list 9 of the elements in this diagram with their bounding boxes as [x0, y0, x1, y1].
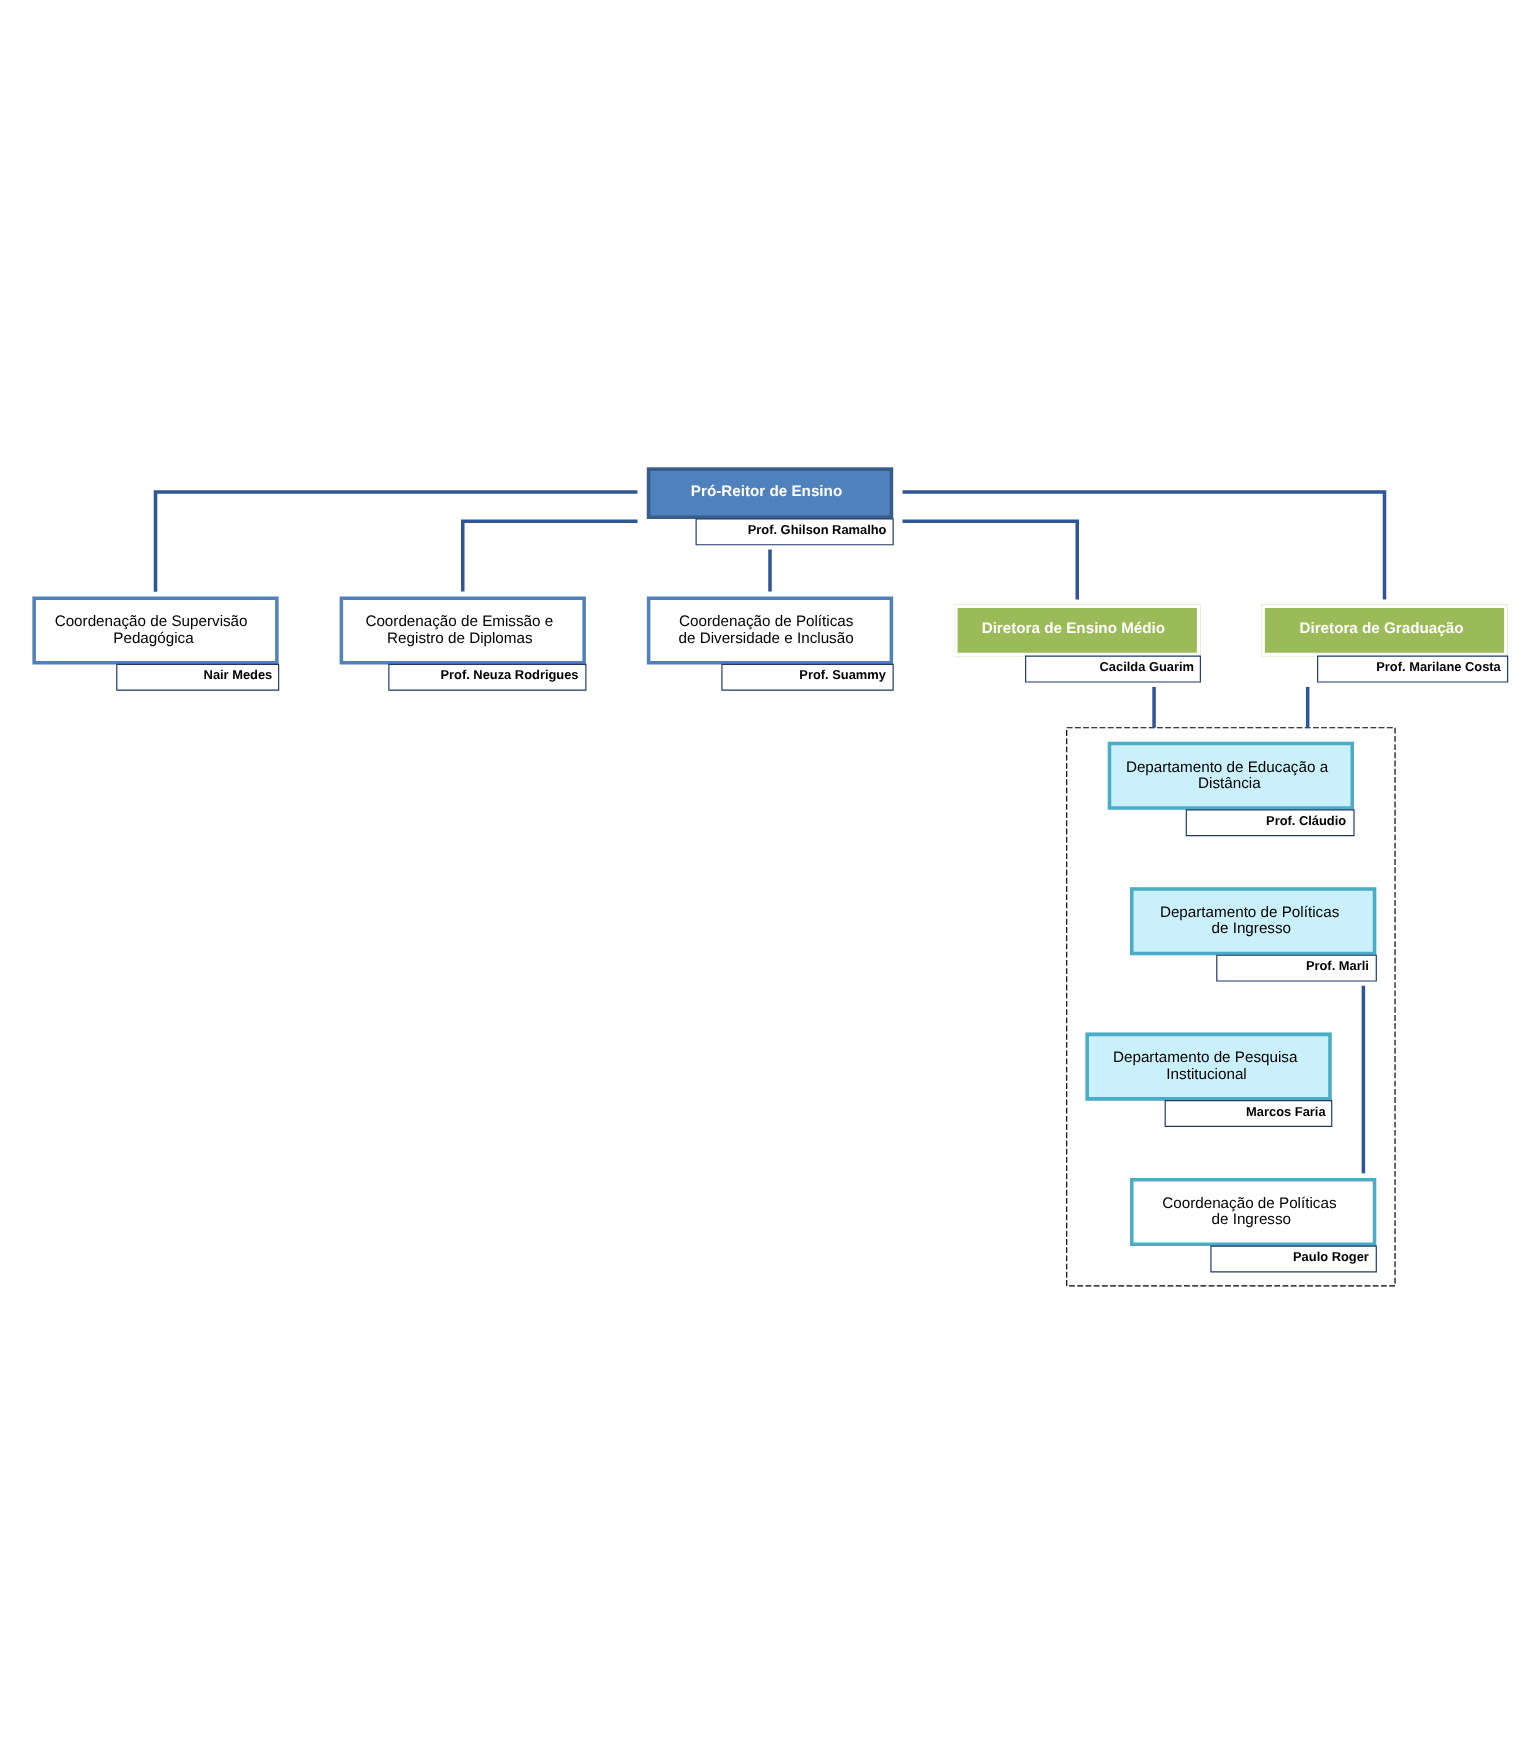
- connector: [460, 519, 637, 592]
- connector: [1151, 686, 1155, 728]
- connector: [1304, 686, 1309, 728]
- connector: [767, 549, 771, 592]
- connector: [1360, 985, 1365, 1174]
- connector: [901, 490, 1386, 600]
- connector: [152, 490, 637, 592]
- cluster: [1065, 727, 1395, 1287]
- connector: [901, 519, 1078, 600]
